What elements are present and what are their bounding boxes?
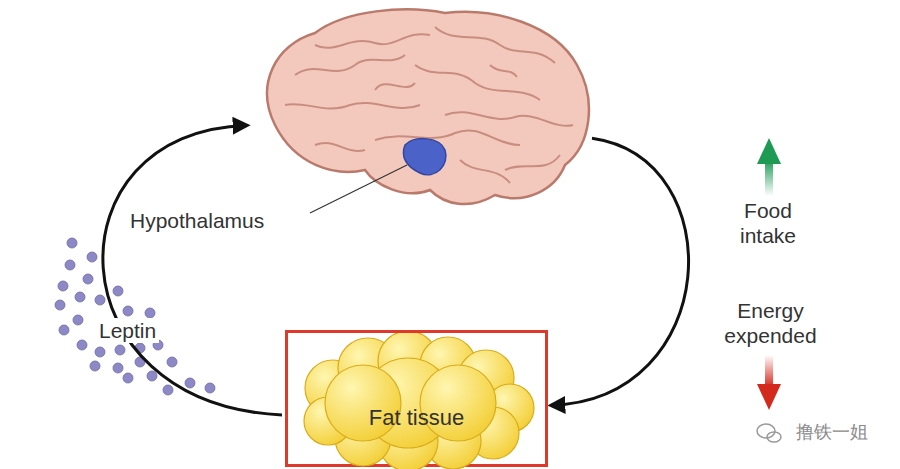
brain-fold xyxy=(415,65,540,100)
annotation-label: Food intake xyxy=(722,198,814,248)
brain-fold xyxy=(375,83,415,90)
brain-fold xyxy=(295,55,405,75)
brain-fold xyxy=(375,130,520,145)
brain-fold xyxy=(445,112,573,126)
brain-node: Hypothalamus xyxy=(255,5,595,220)
node-label: Fat tissue xyxy=(288,405,545,431)
hypothalamus-blob xyxy=(403,139,446,175)
feedback-arrow xyxy=(551,138,689,405)
watermark-icon xyxy=(757,424,781,442)
energy-arrow-down xyxy=(757,355,781,410)
fat-illustration xyxy=(288,333,551,469)
brain-fold xyxy=(315,143,365,151)
feedback-arrow xyxy=(103,125,282,415)
brain-outline xyxy=(267,9,589,204)
brain-fold xyxy=(490,65,517,77)
watermark: 撸铁一姐 xyxy=(784,420,879,445)
leader-line xyxy=(310,165,407,213)
part-label: Hypothalamus xyxy=(130,209,264,233)
brain-fold xyxy=(315,34,430,48)
food-arrow-up xyxy=(757,138,781,196)
leptin-dots xyxy=(55,238,215,395)
brain-fold xyxy=(460,160,510,183)
edge-label: Leptin xyxy=(96,318,159,343)
brain-fold xyxy=(435,27,555,63)
brain-fold xyxy=(285,103,420,109)
brain-fold xyxy=(505,155,560,170)
annotation-label: Energy expended xyxy=(708,298,833,348)
fat-tissue-node: Fat tissue xyxy=(285,330,548,467)
brain-illustration xyxy=(255,5,595,220)
